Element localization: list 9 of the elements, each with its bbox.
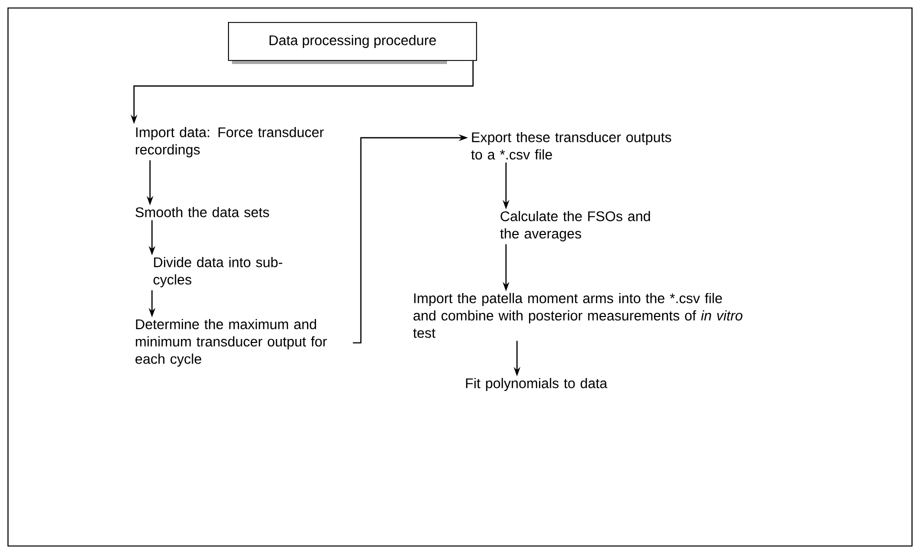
step-text: Divide data into sub-cycles	[154, 256, 282, 288]
step-text: Export these transducer outputs to a *.csv file	[471, 132, 672, 160]
title-box: Data processing procedure	[228, 22, 478, 64]
step-text: Determine the maximum and minimum transducer output for each cycle	[136, 318, 327, 367]
step-text: Calculate the FSOs and the averages	[500, 210, 650, 242]
step-text: Fit polynomials to data	[466, 378, 608, 391]
step-text: Import data: Force transducer recordings	[136, 126, 324, 158]
step-text: Import the patella moment arms into the *.csv file and combine with posterior measurements of in vitro test	[413, 292, 742, 338]
step-text: Smooth the data sets	[136, 206, 270, 218]
